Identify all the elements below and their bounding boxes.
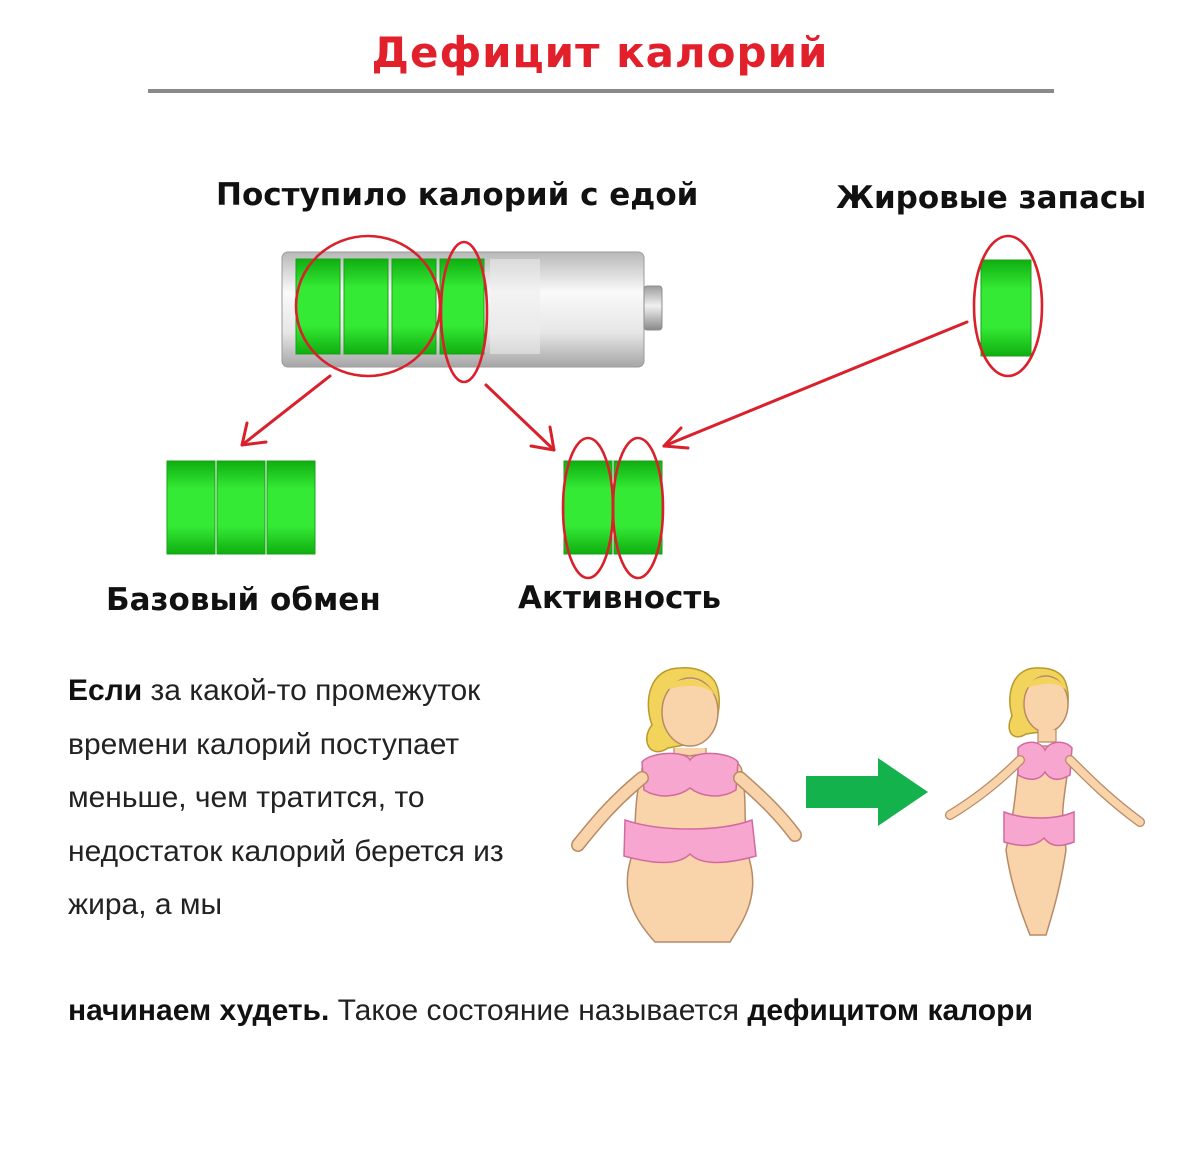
basal-cell — [216, 460, 266, 555]
battery-cell — [295, 258, 341, 355]
highlight-circle — [611, 436, 665, 580]
basal-cell — [166, 460, 216, 555]
page-title: Дефицит калорий — [371, 28, 829, 77]
label-activity: Активность — [518, 580, 721, 616]
activity-cells — [563, 460, 663, 555]
battery-empty-cell — [490, 259, 540, 354]
paragraph-bold-phrase: начинаем худеть. — [68, 994, 330, 1027]
activity-cell — [563, 460, 613, 555]
arrow-head — [240, 421, 268, 447]
battery-cell — [391, 258, 437, 355]
highlight-circle — [972, 234, 1044, 378]
figure-before-icon — [571, 667, 802, 943]
highlight-circle — [439, 240, 489, 384]
arrow-to-basal — [240, 374, 332, 447]
figure-after-icon — [945, 667, 1145, 936]
battery-cell — [439, 258, 485, 355]
arrow-head — [662, 426, 690, 450]
label-intake: Поступило калорий с едой — [216, 177, 699, 213]
title-divider — [148, 89, 1054, 93]
arrow-to-activity — [484, 383, 556, 452]
arrow-fat-to-activity — [662, 320, 969, 448]
battery-cell — [343, 258, 389, 355]
paragraph-text: за какой-то промежуток времени калорий п… — [68, 674, 504, 921]
basal-cell — [266, 460, 316, 555]
battery — [281, 251, 663, 368]
fat-cell — [980, 259, 1032, 357]
explanation-paragraph-end: начинаем худеть. Такое состояние называе… — [68, 984, 1148, 1038]
explanation-paragraph: Если за какой-то промежуток времени кало… — [68, 664, 538, 932]
paragraph-bold-term: дефицитом калори — [747, 994, 1033, 1027]
battery-cap — [643, 285, 663, 331]
arrow-head — [529, 425, 556, 452]
label-fat-reserves: Жировые запасы — [836, 180, 1147, 216]
transition-arrow-icon — [806, 758, 928, 826]
label-basal-metabolism: Базовый обмен — [106, 582, 381, 618]
paragraph-bold-lead: Если — [68, 674, 143, 707]
paragraph-text-2: Такое состояние называется — [329, 994, 748, 1027]
basal-cells — [166, 460, 316, 555]
activity-cell — [613, 460, 663, 555]
